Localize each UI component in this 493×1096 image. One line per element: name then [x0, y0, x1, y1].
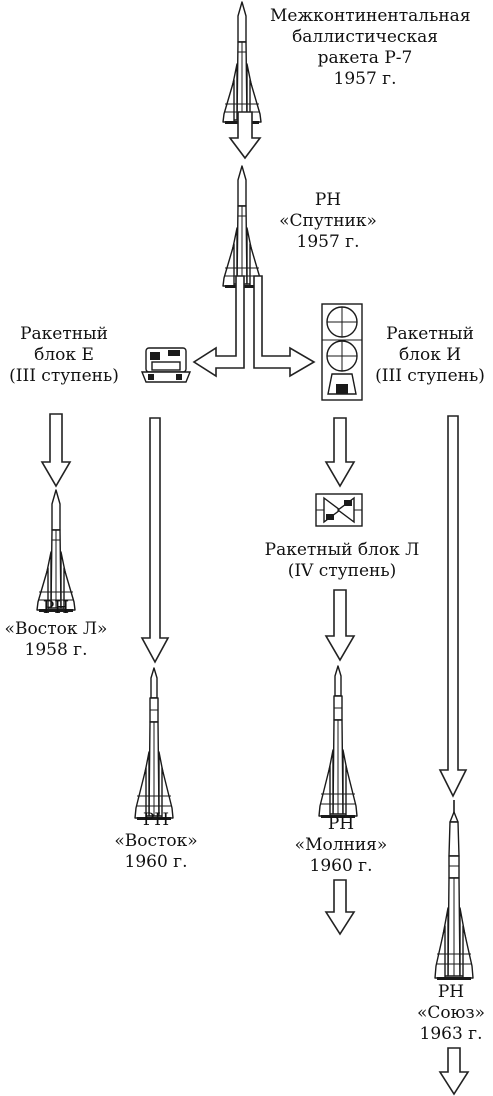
label-r7-line4: 1957 г. — [333, 69, 397, 89]
label-sputnik-line3: 1957 г. — [296, 232, 360, 252]
arrow-sputnik-to-block-e — [192, 275, 245, 378]
label-block-i: Ракетный блок И (III ступень) — [368, 324, 492, 387]
label-block-l: Ракетный блок Л (IV ступень) — [262, 540, 422, 582]
arrow-r7-to-sputnik — [228, 111, 262, 160]
arrow-block-e-to-vostok — [140, 417, 170, 664]
label-r7-line3: ракета Р-7 — [317, 48, 413, 68]
label-sputnik: РН «Спутник» 1957 г. — [276, 190, 380, 253]
label-vostok-l: РН «Восток Л» 1958 г. — [2, 598, 110, 661]
label-vostok: РН «Восток» 1960 г. — [104, 810, 208, 873]
label-r7-line2: баллистическая — [292, 27, 438, 47]
label-vostok-l-line1: РН — [42, 598, 70, 618]
label-vostok-l-line2: «Восток Л» — [4, 619, 108, 639]
label-block-e: Ракетный блок Е (III ступень) — [2, 324, 126, 387]
rocket-soyuz-icon — [434, 799, 474, 981]
label-molniya-line1: РН — [327, 814, 355, 834]
arrow-block-e-to-vostok-l — [40, 413, 72, 488]
arrow-soyuz-continue — [438, 1047, 470, 1096]
rocket-block-i-icon — [321, 303, 363, 401]
label-block-i-line2: блок И — [398, 345, 462, 365]
arrow-block-l-to-molniya — [324, 589, 356, 662]
rocket-block-e-icon — [140, 347, 192, 383]
label-block-e-line1: Ракетный — [20, 324, 108, 344]
rocket-block-l-icon — [315, 493, 363, 527]
rocket-r7-icon — [222, 1, 262, 125]
label-soyuz: РН «Союз» 1963 г. — [410, 982, 492, 1045]
label-block-l-line1: Ракетный блок Л — [264, 540, 420, 560]
label-r7: Межконтинентальная баллистическая ракета… — [270, 6, 471, 90]
label-vostok-l-line3: 1958 г. — [24, 640, 88, 660]
label-block-e-line3: (III ступень) — [9, 366, 119, 386]
label-r7-line1: Межконтинентальная — [270, 6, 471, 26]
label-block-i-line1: Ракетный — [386, 324, 474, 344]
arrow-sputnik-to-block-i — [253, 275, 316, 378]
label-vostok-line1: РН — [142, 810, 170, 830]
label-sputnik-line2: «Спутник» — [279, 211, 377, 231]
label-molniya-line2: «Молния» — [294, 835, 388, 855]
label-molniya: РН «Молния» 1960 г. — [286, 814, 396, 877]
rocket-vostok-icon — [134, 667, 174, 821]
label-vostok-line3: 1960 г. — [124, 852, 188, 872]
arrow-molniya-continue — [324, 879, 356, 936]
arrow-block-i-to-block-l — [324, 417, 356, 488]
rocket-sputnik-icon — [222, 165, 262, 289]
label-soyuz-line1: РН — [437, 982, 465, 1002]
label-molniya-line3: 1960 г. — [309, 856, 373, 876]
label-soyuz-line3: 1963 г. — [419, 1024, 483, 1044]
arrow-block-i-to-soyuz — [438, 415, 468, 798]
label-sputnik-line1: РН — [314, 190, 342, 210]
label-block-l-line2: (IV ступень) — [287, 561, 397, 581]
label-soyuz-line2: «Союз» — [416, 1003, 486, 1023]
label-block-i-line3: (III ступень) — [375, 366, 485, 386]
label-vostok-line2: «Восток» — [114, 831, 198, 851]
label-block-e-line2: блок Е — [34, 345, 94, 365]
rocket-vostok-l-icon — [36, 489, 76, 613]
rocket-molniya-icon — [318, 665, 358, 819]
